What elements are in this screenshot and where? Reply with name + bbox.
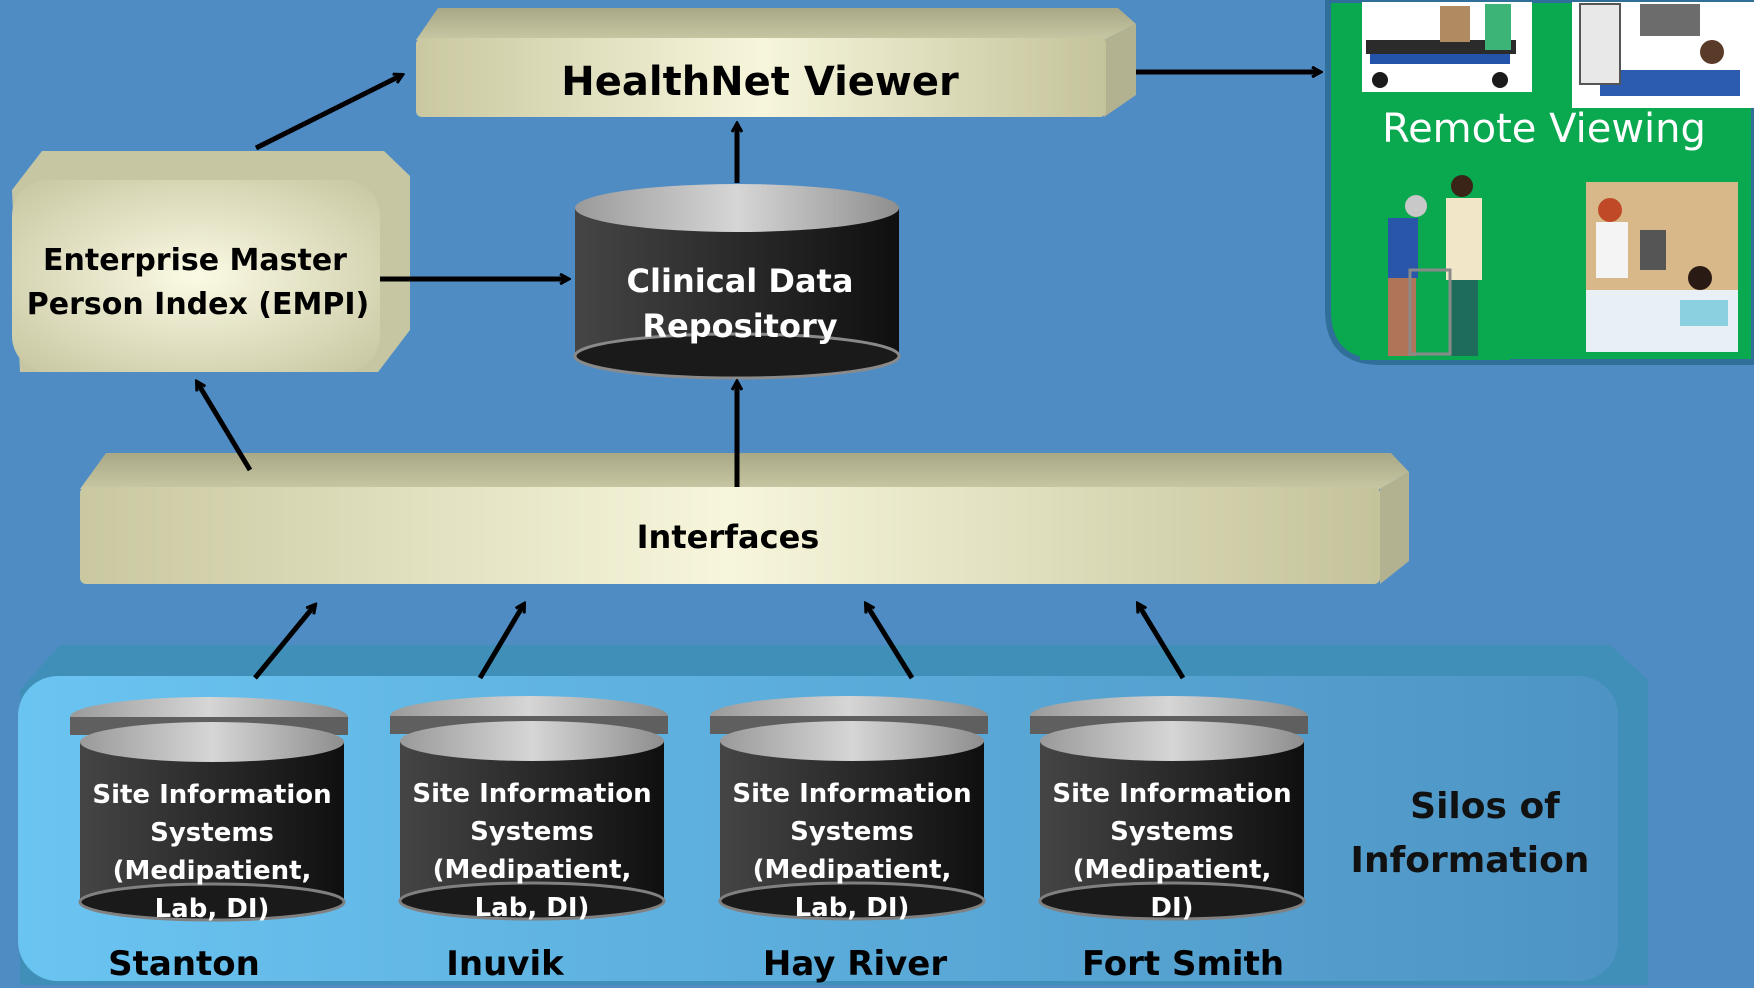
- doctor-patient-clipart: [1360, 174, 1510, 360]
- site-inuvik: Site Information Systems (Medipatient, L…: [390, 696, 668, 984]
- site-hay-river-line1: Site Information: [732, 779, 971, 809]
- site-hay-river-line2: Systems: [790, 817, 914, 847]
- site-hay-river-line3: (Medipatient,: [753, 855, 952, 885]
- arrow-stanton-to-interfaces: [253, 605, 315, 680]
- interfaces-label: Interfaces: [637, 518, 820, 556]
- arrow-fort-smith-to-interfaces: [1135, 604, 1186, 680]
- interfaces-slab: Interfaces: [80, 453, 1409, 584]
- stretcher-clipart: [1362, 2, 1532, 92]
- site-stanton-line2: Systems: [150, 818, 274, 848]
- site-stanton-line4: Lab, DI): [155, 894, 270, 924]
- arrow-hay-river-to-interfaces: [866, 604, 915, 680]
- site-hay-river: Site Information Systems (Medipatient, L…: [710, 696, 988, 984]
- remote-viewing-panel: Remote Viewing: [1325, 0, 1754, 365]
- clinical-data-repository: Clinical Data Repository: [573, 184, 901, 380]
- site-fort-smith-line1: Site Information: [1052, 779, 1291, 809]
- site-inuvik-name: Inuvik: [446, 944, 565, 984]
- arrow-inuvik-to-interfaces: [477, 604, 527, 680]
- site-inuvik-line1: Site Information: [412, 779, 651, 809]
- site-stanton-line3: (Medipatient,: [113, 856, 312, 886]
- empi-label-line2: Person Index (EMPI): [27, 287, 369, 322]
- site-stanton-name: Stanton: [108, 944, 260, 984]
- nurse-iv-clipart: [1586, 182, 1738, 352]
- site-inuvik-line4: Lab, DI): [475, 893, 590, 923]
- site-stanton-line1: Site Information: [92, 780, 331, 810]
- cdr-label-line1: Clinical Data: [627, 262, 854, 300]
- site-fort-smith-line4: DI): [1150, 893, 1193, 923]
- arrow-interfaces-to-empi: [194, 382, 253, 472]
- site-fort-smith-line3: (Medipatient,: [1073, 855, 1272, 885]
- empi-box: Enterprise Master Person Index (EMPI): [12, 151, 410, 372]
- empi-label-line1: Enterprise Master: [43, 243, 347, 278]
- healthnet-viewer-label: HealthNet Viewer: [561, 59, 959, 105]
- arrows: [194, 72, 1320, 680]
- site-inuvik-line2: Systems: [470, 817, 594, 847]
- site-fort-smith-line2: Systems: [1110, 817, 1234, 847]
- site-fort-smith: Site Information Systems (Medipatient, D…: [1030, 696, 1308, 984]
- healthnet-viewer-slab: HealthNet Viewer: [416, 8, 1136, 117]
- site-fort-smith-name: Fort Smith: [1082, 944, 1284, 984]
- silos-label-line1: Silos of: [1410, 786, 1560, 827]
- remote-viewing-label: Remote Viewing: [1382, 106, 1706, 152]
- silos-label-line2: Information: [1351, 840, 1590, 881]
- arrow-empi-to-viewer: [254, 75, 402, 151]
- site-hay-river-name: Hay River: [763, 944, 947, 984]
- site-hay-river-line4: Lab, DI): [795, 893, 910, 923]
- site-stanton: Site Information Systems (Medipatient, L…: [70, 697, 348, 984]
- cdr-label-line2: Repository: [642, 307, 837, 345]
- hospital-bed-clipart: [1572, 2, 1754, 108]
- site-inuvik-line3: (Medipatient,: [433, 855, 632, 885]
